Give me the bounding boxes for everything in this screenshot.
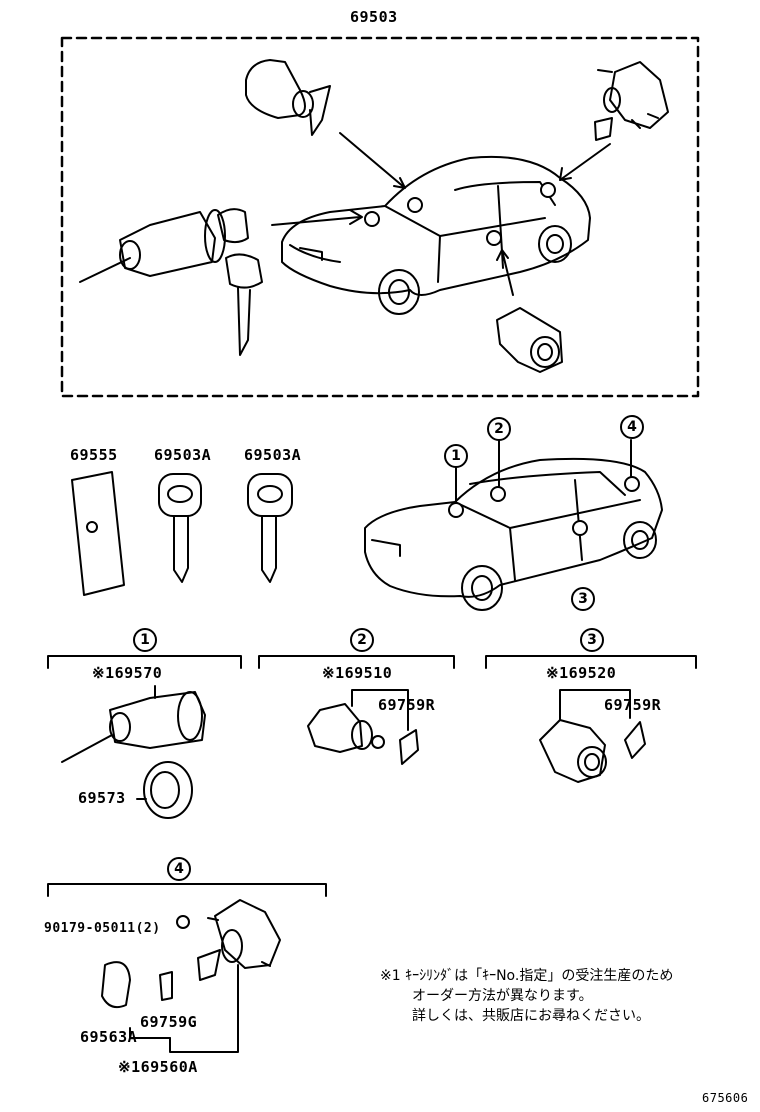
label-169570: ※169570	[92, 664, 163, 682]
order-note-line-1: ※1 ｷｰｼﾘﾝﾀﾞは「ｷｰNo.指定」の受注生産のため	[380, 968, 674, 984]
callout-4-car: 4	[620, 415, 644, 439]
car-illustration-mid	[364, 457, 663, 611]
label-69563A: 69563A	[80, 1028, 138, 1046]
door-lock-cylinder-top-left	[245, 59, 331, 136]
callout-1-car: 1	[444, 444, 468, 468]
ignition-cylinder-top	[79, 208, 263, 356]
key-2	[247, 473, 293, 583]
callout-2-section: 2	[350, 628, 374, 652]
car-illustration-top	[281, 155, 591, 315]
ignition-cylinder-section-1	[61, 685, 206, 819]
label-169520: ※169520	[546, 664, 617, 682]
label-169560A: ※169560A	[118, 1058, 198, 1076]
label-69503: 69503	[350, 8, 398, 26]
label-69555: 69555	[70, 446, 118, 464]
label-169510: ※169510	[322, 664, 393, 682]
label-69759R-2: 69759R	[604, 696, 662, 714]
label-69573: 69573	[78, 789, 126, 807]
callout-4-section: 4	[167, 857, 191, 881]
figure-id: 675606	[702, 1091, 749, 1105]
door-lock-section-4	[101, 899, 281, 1009]
trunk-lock-section-3	[539, 719, 646, 783]
door-lock-cylinder-top-right	[594, 61, 669, 141]
label-69759R-1: 69759R	[378, 696, 436, 714]
key-blank-card	[71, 471, 125, 596]
key-1	[158, 473, 202, 583]
label-90179-05011: 90179-05011(2)	[44, 921, 161, 936]
callout-3-car: 3	[571, 587, 595, 611]
order-note-line-2: オーダー方法が異なります。	[412, 988, 593, 1004]
order-note-line-3: 詳しくは、共販店にお尋ねください。	[412, 1008, 650, 1024]
trunk-lock-cylinder-top	[496, 307, 563, 373]
label-69759G: 69759G	[140, 1013, 198, 1031]
callout-1-section: 1	[133, 628, 157, 652]
label-69503A-2: 69503A	[244, 446, 302, 464]
order-note: ※1 ｷｰｼﾘﾝﾀﾞは「ｷｰNo.指定」の受注生産のため オーダー方法が異なりま…	[380, 966, 673, 1026]
assembly-boundary-box	[60, 36, 700, 398]
callout-2-car: 2	[487, 417, 511, 441]
callout-3-section: 3	[580, 628, 604, 652]
door-lock-section-2	[307, 703, 419, 765]
label-69503A-1: 69503A	[154, 446, 212, 464]
